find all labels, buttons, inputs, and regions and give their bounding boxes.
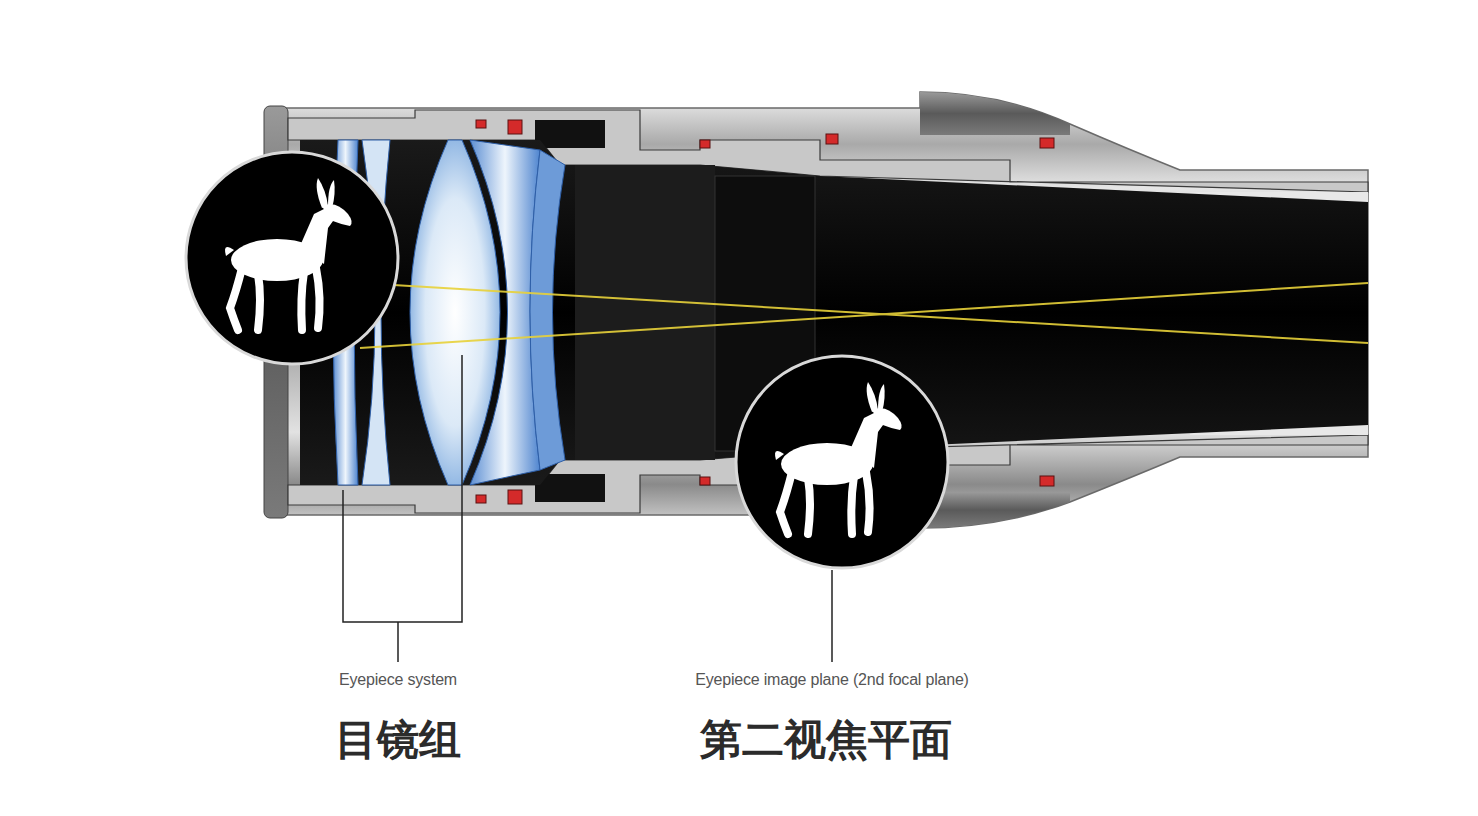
o-ring-seal xyxy=(826,134,838,144)
view-circle xyxy=(775,382,902,534)
o-ring-seal xyxy=(1040,138,1054,148)
view-circle xyxy=(186,152,398,364)
o-ring-seal xyxy=(700,477,710,485)
part-label-cn: 第二视焦平面 xyxy=(700,712,952,768)
o-ring-seal xyxy=(508,120,522,134)
part-label-cn: 目镜组 xyxy=(335,712,461,768)
light-ray xyxy=(360,283,1368,348)
o-ring-seal xyxy=(476,120,486,128)
view-circle xyxy=(736,356,948,568)
leader-line xyxy=(831,570,833,662)
part-label: Eyepiece image plane (2nd focal plane) xyxy=(695,671,968,689)
inner-mechanics xyxy=(535,474,605,502)
view-circle xyxy=(736,356,948,568)
light-ray xyxy=(360,283,1368,348)
leader-line xyxy=(397,622,399,662)
eyepiece-lens xyxy=(410,140,500,485)
eyepiece-lens xyxy=(530,150,565,470)
view-circle xyxy=(186,152,398,364)
o-ring-seal xyxy=(476,495,486,503)
part-label: Eyepiece system xyxy=(339,671,457,689)
focus-ring xyxy=(920,92,1070,135)
view-circle xyxy=(225,178,352,330)
o-ring-seal xyxy=(508,490,522,504)
o-ring-seal xyxy=(700,140,710,148)
lens-mount xyxy=(575,165,715,460)
leader-line xyxy=(343,355,462,622)
leader-line xyxy=(343,355,832,662)
o-ring-seal xyxy=(1040,476,1054,486)
eyepiece-lens xyxy=(470,140,540,485)
inner-mechanics xyxy=(535,120,605,148)
